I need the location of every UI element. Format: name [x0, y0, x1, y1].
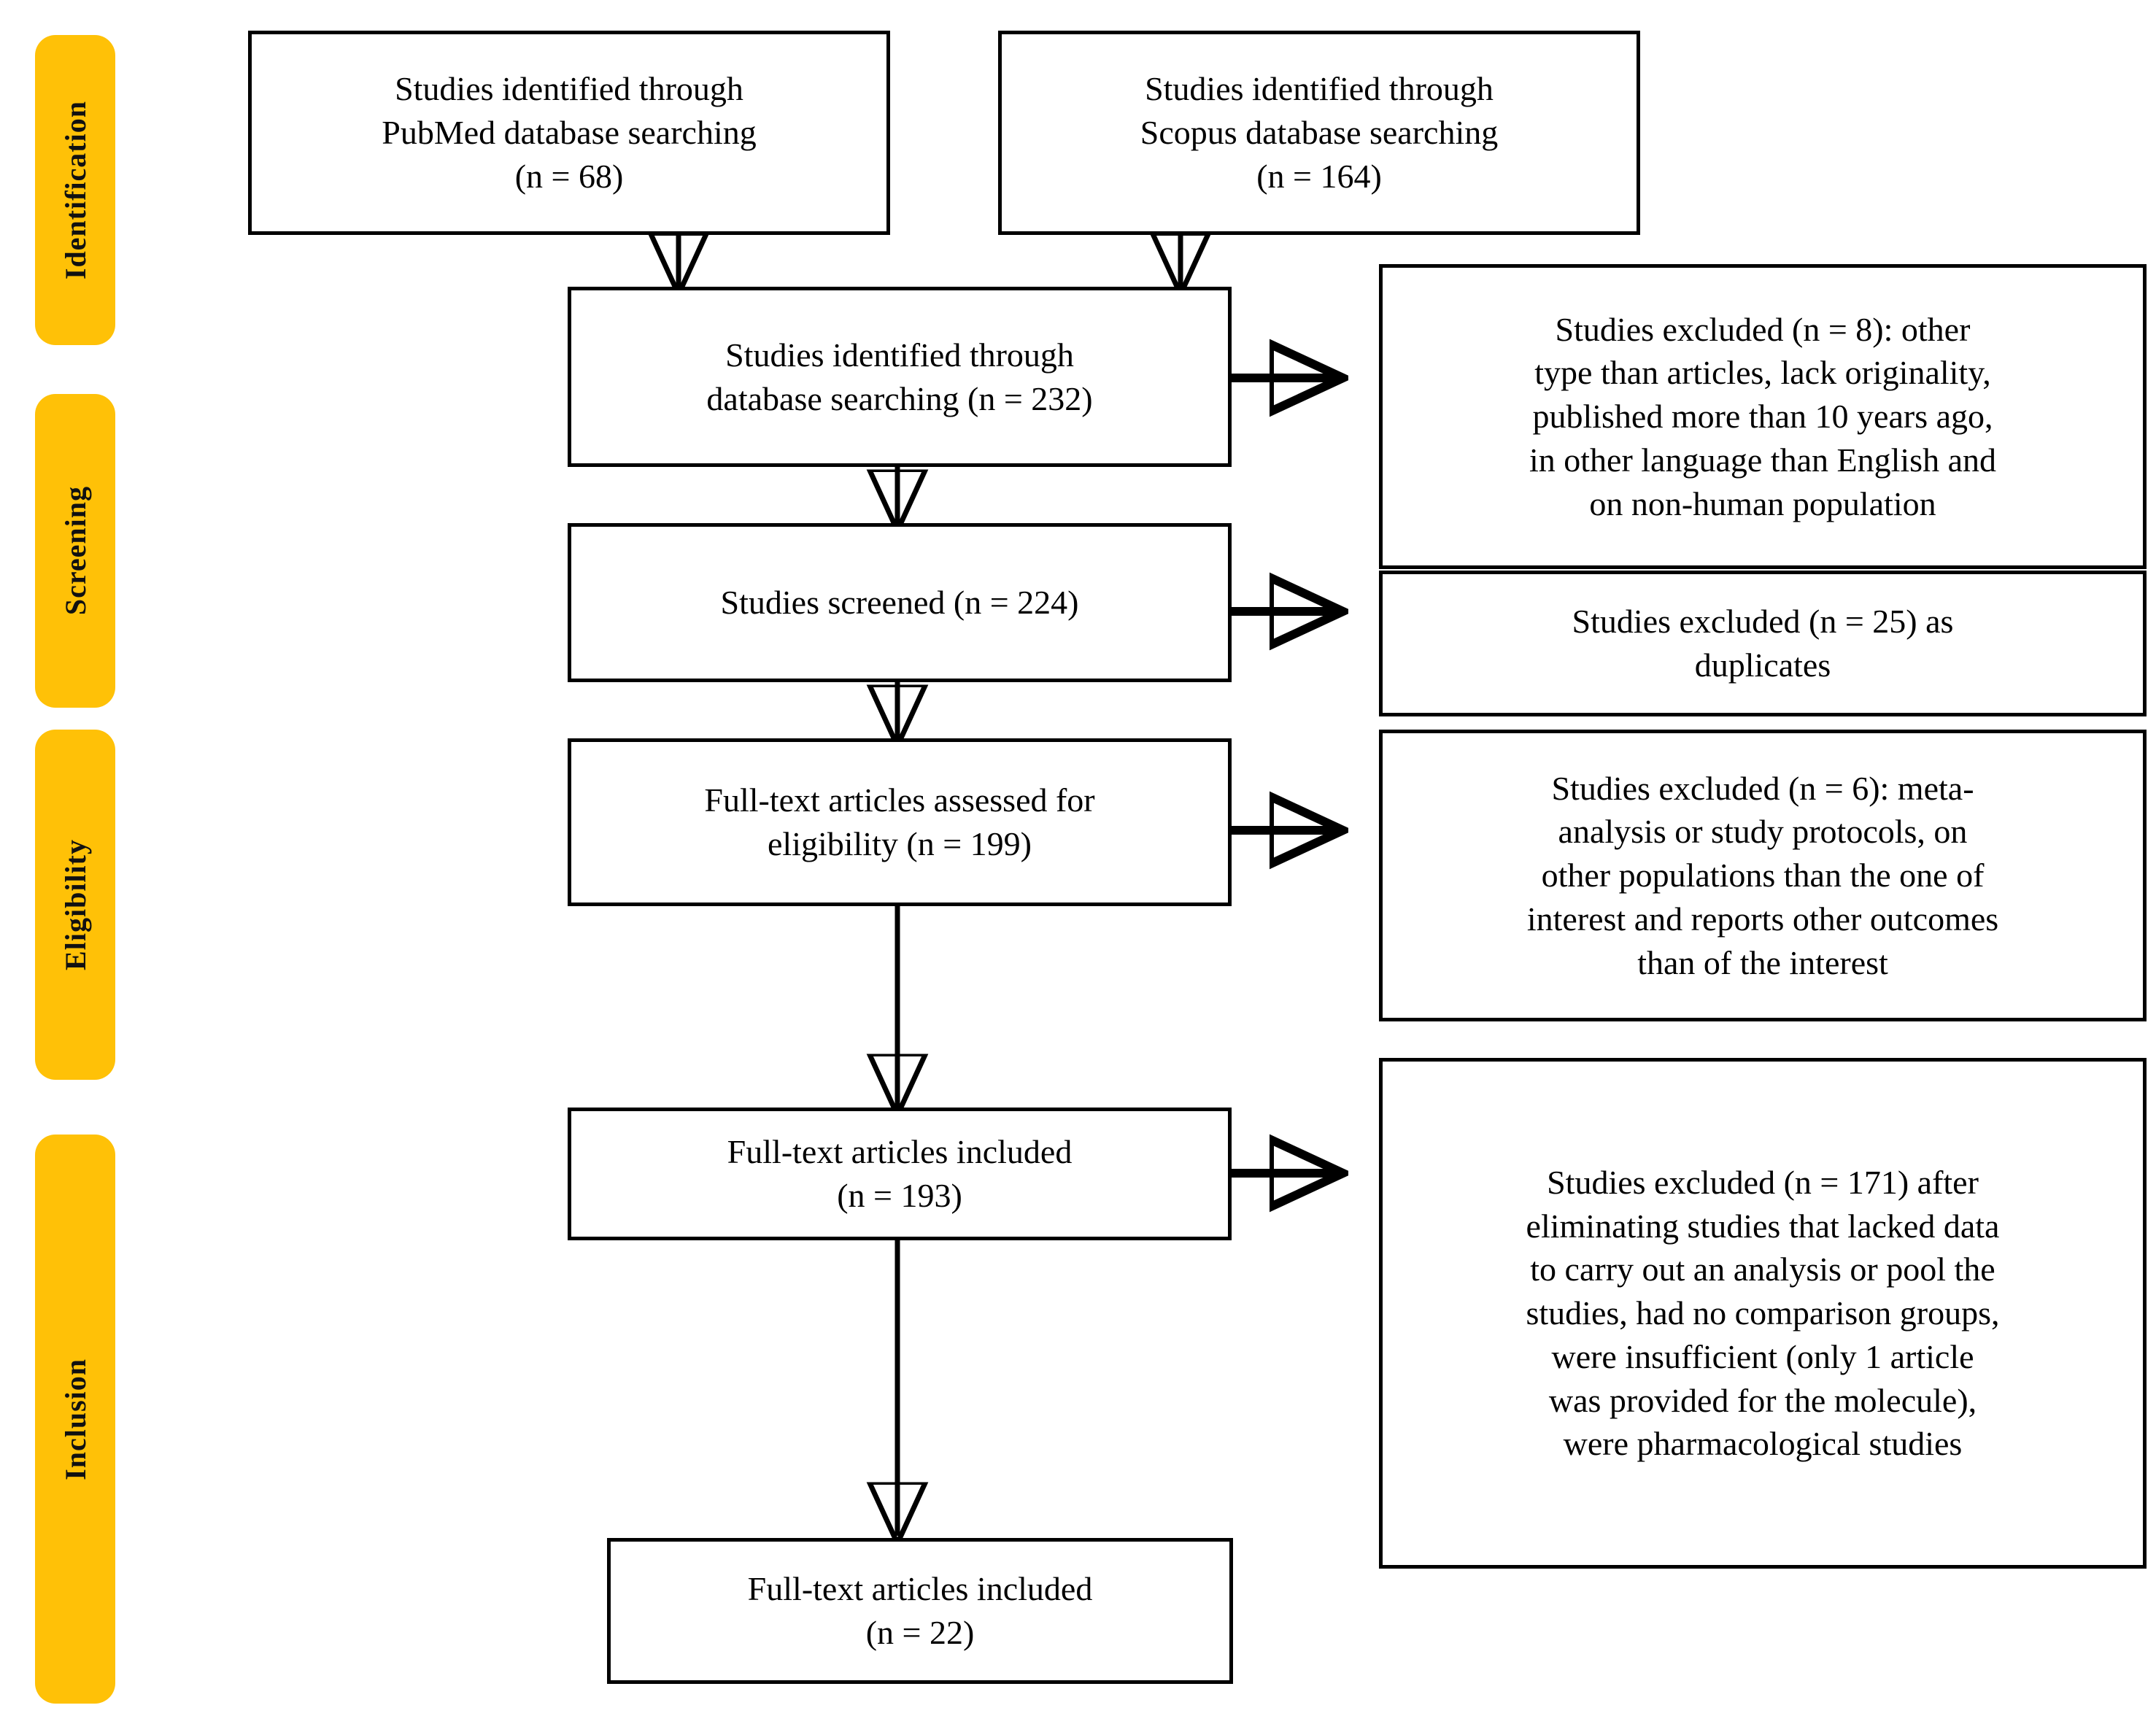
box-scopus-source-text: Studies identified through Scopus databa… — [1140, 70, 1499, 195]
stage-pill-eligibility: Eligibility — [35, 730, 115, 1080]
stage-label-screening: Screening — [58, 486, 92, 616]
box-records-screened: Studies screened (n = 224) — [568, 523, 1232, 682]
box-records-identified-text: Studies identified through database sear… — [706, 336, 1093, 417]
box-excluded-after-eliminating-text: Studies excluded (n = 171) after elimina… — [1526, 1163, 2000, 1463]
box-records-identified: Studies identified through database sear… — [568, 287, 1232, 467]
box-pubmed-source-text: Studies identified through PubMed databa… — [382, 70, 757, 195]
stage-label-identification: Identification — [58, 100, 92, 280]
stage-label-inclusion: Inclusion — [58, 1358, 92, 1480]
box-excluded-after-eliminating: Studies excluded (n = 171) after elimina… — [1379, 1058, 2147, 1569]
box-scopus-source: Studies identified through Scopus databa… — [998, 31, 1640, 235]
box-pubmed-source: Studies identified through PubMed databa… — [248, 31, 890, 235]
box-excluded-other-type: Studies excluded (n = 8): other type tha… — [1379, 264, 2147, 569]
box-excluded-other-type-text: Studies excluded (n = 8): other type tha… — [1529, 310, 1996, 522]
stage-pill-inclusion: Inclusion — [35, 1135, 115, 1704]
box-fulltext-included-22-text: Full-text articles included (n = 22) — [747, 1570, 1093, 1651]
stage-pill-identification: Identification — [35, 35, 115, 345]
box-excluded-duplicates-text: Studies excluded (n = 25) as duplicates — [1572, 603, 1954, 684]
box-fulltext-included-22: Full-text articles included (n = 22) — [607, 1538, 1233, 1684]
box-fulltext-assessed-text: Full-text articles assessed for eligibil… — [704, 781, 1095, 862]
box-fulltext-included-193-text: Full-text articles included (n = 193) — [727, 1133, 1073, 1214]
box-fulltext-assessed: Full-text articles assessed for eligibil… — [568, 738, 1232, 906]
stage-label-eligibility: Eligibility — [58, 839, 92, 970]
box-fulltext-included-193: Full-text articles included (n = 193) — [568, 1108, 1232, 1240]
box-records-screened-text: Studies screened (n = 224) — [720, 584, 1079, 622]
stage-pill-screening: Screening — [35, 394, 115, 708]
box-excluded-duplicates: Studies excluded (n = 25) as duplicates — [1379, 571, 2147, 716]
box-excluded-meta-analysis: Studies excluded (n = 6): meta- analysis… — [1379, 730, 2147, 1021]
box-excluded-meta-analysis-text: Studies excluded (n = 6): meta- analysis… — [1526, 769, 1999, 981]
